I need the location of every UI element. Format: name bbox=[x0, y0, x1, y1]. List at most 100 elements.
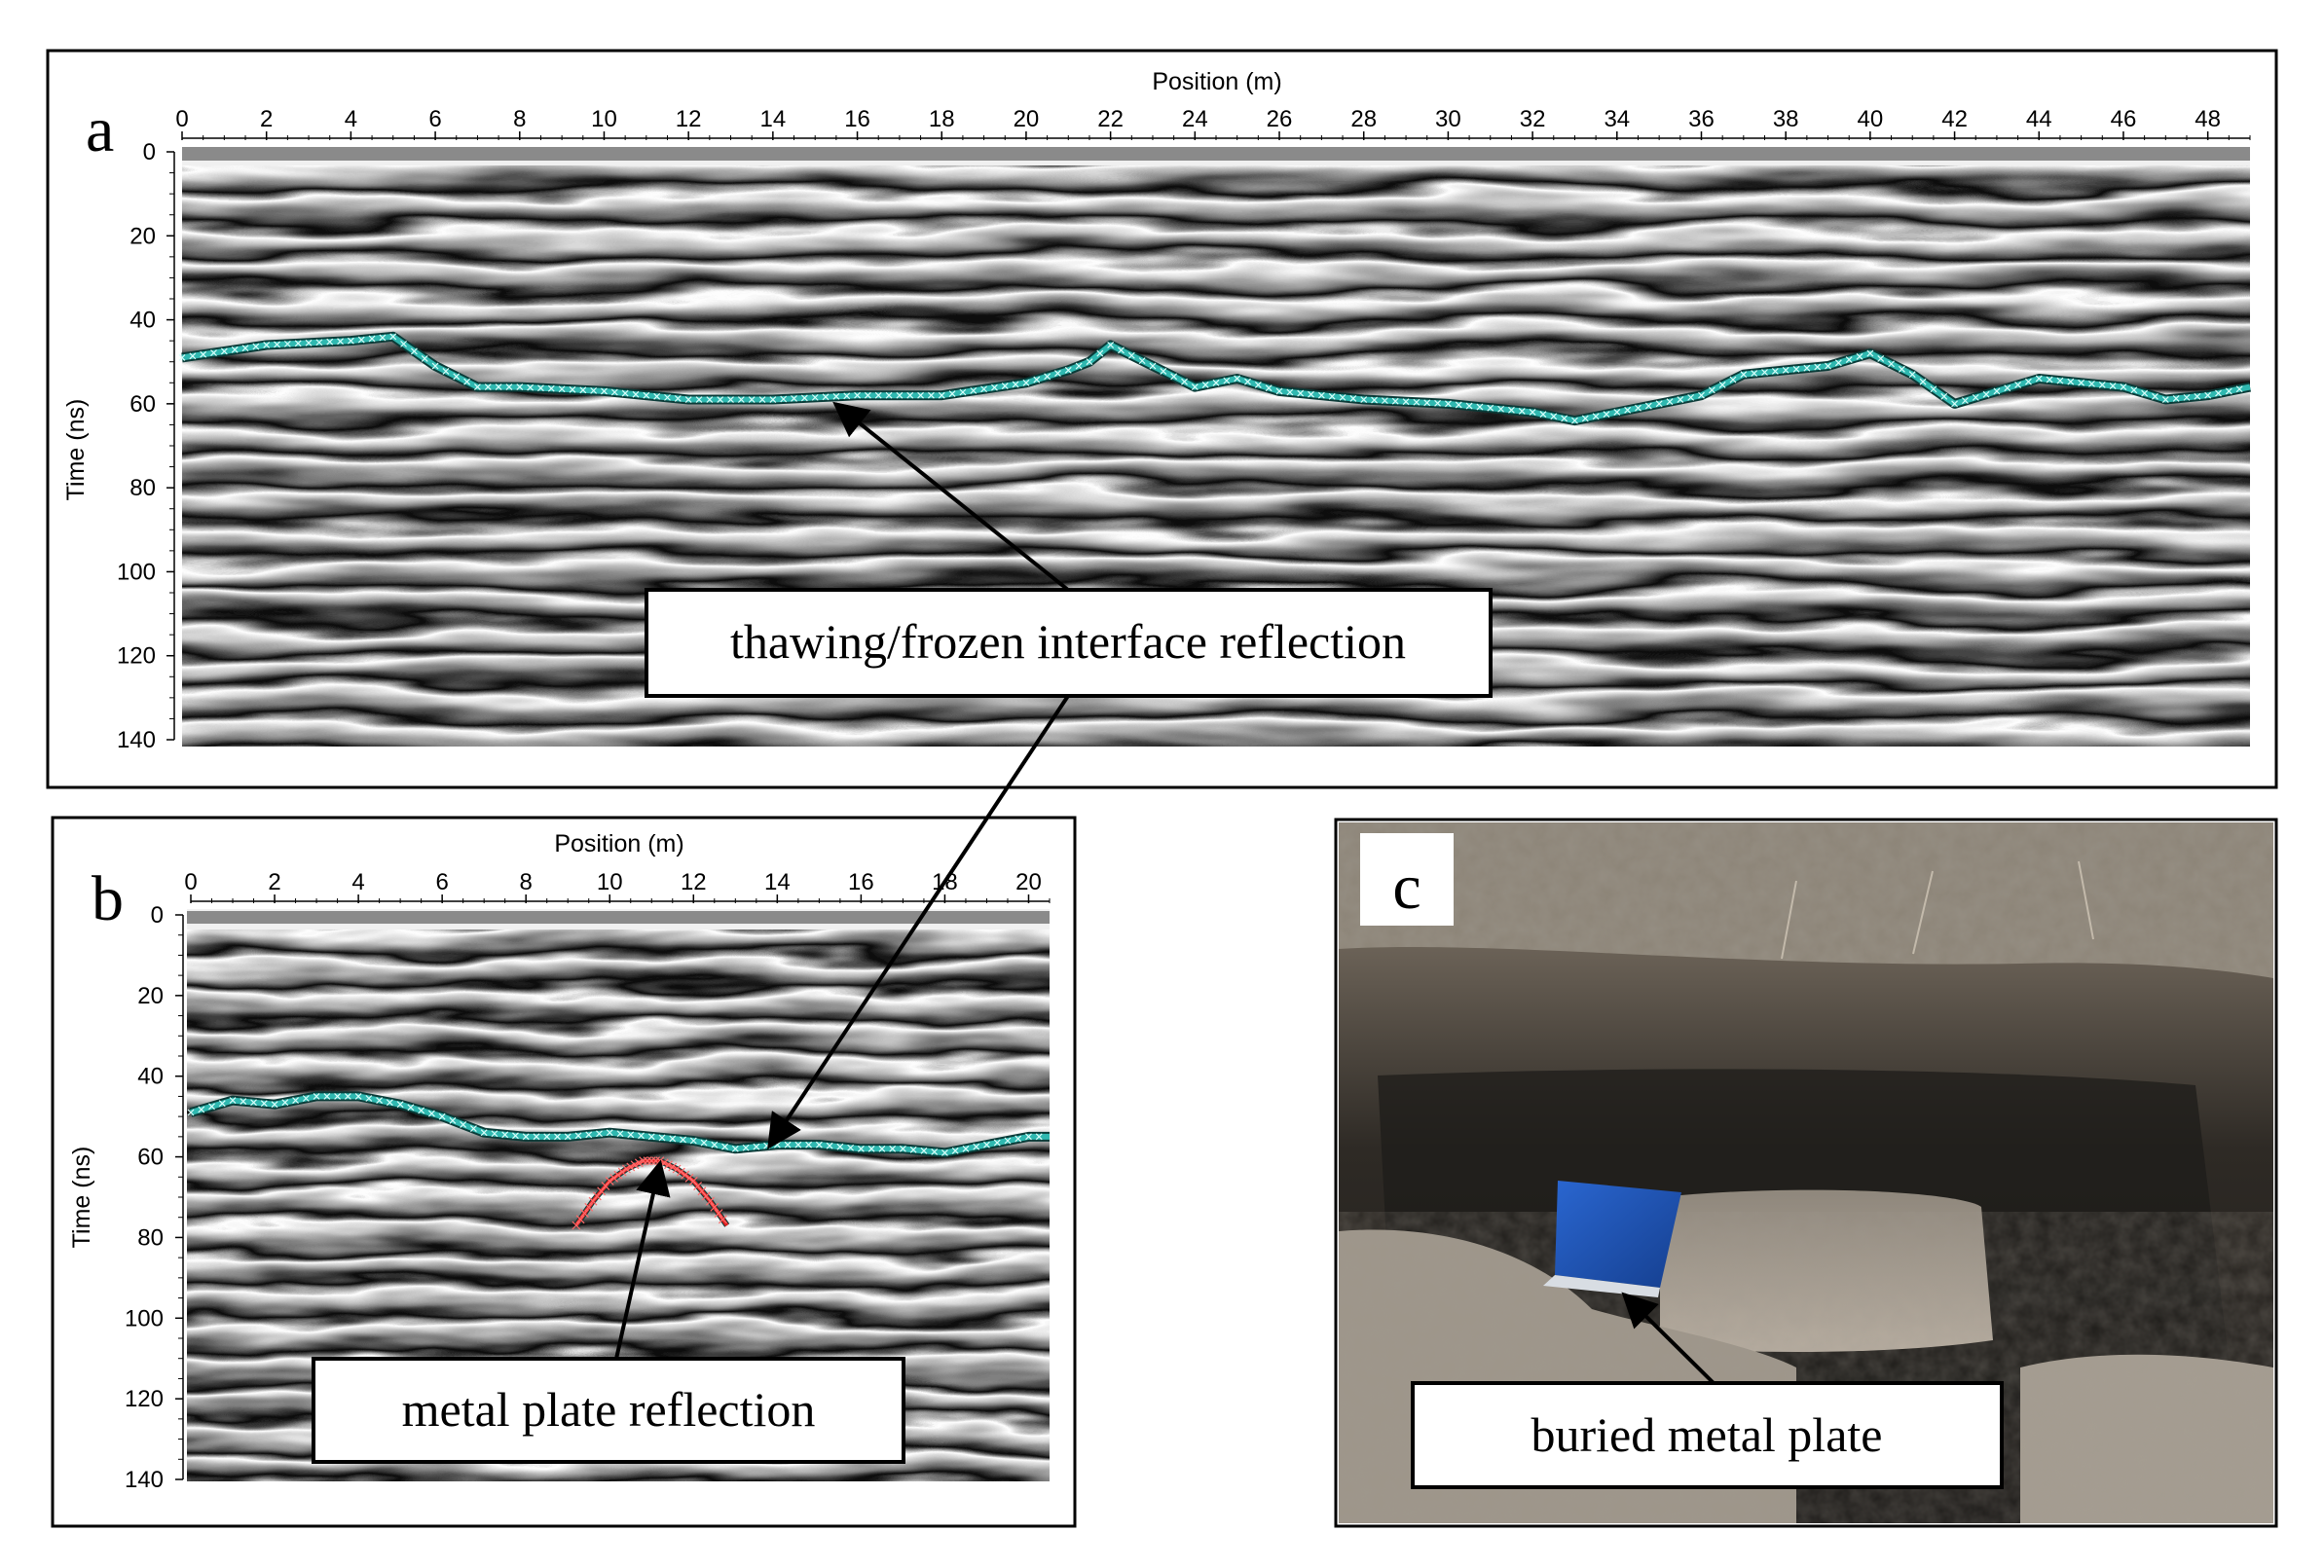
pick-marker bbox=[1644, 402, 1652, 410]
panel-a-xlabel: Position (m) bbox=[1152, 68, 1281, 95]
pick-marker bbox=[1476, 403, 1484, 411]
pick-marker bbox=[597, 1186, 607, 1196]
pick-marker bbox=[758, 396, 766, 403]
pick-marker bbox=[505, 383, 513, 391]
pick-marker bbox=[1592, 413, 1600, 420]
pick-marker bbox=[1349, 395, 1357, 402]
panel-a-interface-picks bbox=[178, 331, 2251, 426]
x-tick-label: 14 bbox=[764, 869, 791, 895]
pick-marker bbox=[1561, 415, 1568, 422]
pick-marker bbox=[1022, 379, 1030, 386]
x-tick-label: 8 bbox=[513, 106, 526, 132]
pick-marker bbox=[832, 392, 840, 400]
pick-marker bbox=[1508, 406, 1515, 414]
pick-marker bbox=[1761, 369, 1768, 376]
pick-marker bbox=[231, 346, 239, 353]
pick-marker bbox=[313, 1093, 320, 1100]
pick-marker bbox=[610, 388, 618, 396]
x-tick-label: 24 bbox=[1182, 106, 1208, 132]
pick-marker bbox=[2098, 382, 2106, 388]
pick-marker bbox=[727, 396, 734, 403]
pick-marker bbox=[1497, 405, 1505, 413]
pick-marker bbox=[357, 336, 365, 344]
pick-marker bbox=[769, 396, 777, 403]
pick-marker bbox=[688, 1177, 698, 1185]
pick-marker bbox=[609, 1173, 618, 1183]
panel-b-axes: 02468101214161820020406080100120140 bbox=[125, 869, 1051, 1493]
pick-marker bbox=[400, 340, 407, 347]
pick-marker bbox=[271, 1101, 278, 1109]
callout-metal: metal plate reflection bbox=[312, 1159, 905, 1464]
pick-marker bbox=[717, 396, 724, 403]
panel-a-letter: a bbox=[86, 94, 114, 165]
x-tick-label: 4 bbox=[345, 106, 357, 132]
pick-marker bbox=[1275, 387, 1283, 395]
pick-marker bbox=[864, 391, 871, 399]
pick-marker bbox=[847, 1144, 855, 1151]
pick-marker bbox=[681, 1170, 690, 1180]
pick-marker bbox=[601, 1182, 610, 1191]
pick-marker bbox=[365, 1095, 373, 1102]
pick-marker bbox=[1160, 367, 1167, 375]
pick-marker bbox=[368, 335, 376, 343]
pick-marker bbox=[379, 334, 387, 342]
pick-marker bbox=[274, 341, 280, 348]
pick-marker bbox=[2141, 389, 2149, 397]
y-tick-label: 80 bbox=[129, 475, 156, 501]
pick-marker bbox=[706, 1196, 715, 1206]
pick-marker bbox=[1751, 370, 1758, 378]
pick-marker bbox=[554, 1133, 561, 1141]
pick-marker bbox=[791, 395, 797, 402]
pick-marker bbox=[590, 386, 598, 394]
pick-marker bbox=[896, 391, 904, 399]
pick-marker bbox=[605, 1177, 614, 1185]
pick-marker bbox=[1308, 390, 1314, 398]
pick-marker bbox=[2235, 385, 2243, 393]
y-tick-label: 80 bbox=[137, 1224, 164, 1251]
panel-c-letter: c bbox=[1392, 852, 1420, 923]
pick-marker bbox=[909, 1146, 917, 1153]
x-tick-label: 42 bbox=[1941, 106, 1968, 132]
pick-marker bbox=[1866, 349, 1874, 357]
x-tick-label: 12 bbox=[681, 869, 707, 895]
pick-marker bbox=[564, 1133, 572, 1141]
y-tick-label: 40 bbox=[129, 308, 156, 334]
pick-marker bbox=[1107, 342, 1115, 348]
x-tick-label: 16 bbox=[848, 869, 874, 895]
pick-marker bbox=[1012, 381, 1019, 388]
pick-marker bbox=[292, 1097, 299, 1104]
pick-marker bbox=[1317, 391, 1325, 399]
pick-marker bbox=[2183, 393, 2191, 401]
callout-thawing: thawing/frozen interface reflection bbox=[645, 401, 1493, 1150]
pick-marker bbox=[580, 1209, 589, 1218]
pick-marker bbox=[889, 1145, 897, 1152]
pick-marker bbox=[354, 1093, 362, 1100]
pick-marker bbox=[684, 396, 692, 403]
pick-marker bbox=[658, 1134, 666, 1142]
pick-marker bbox=[711, 1141, 719, 1149]
pick-marker bbox=[1025, 1133, 1032, 1141]
pick-marker bbox=[1571, 417, 1578, 424]
pick-marker bbox=[1086, 358, 1093, 366]
pick-marker bbox=[962, 1145, 970, 1152]
y-tick-label: 100 bbox=[125, 1305, 164, 1331]
x-tick-label: 22 bbox=[1097, 106, 1124, 132]
x-tick-label: 30 bbox=[1435, 106, 1461, 132]
x-tick-label: 32 bbox=[1520, 106, 1546, 132]
x-tick-label: 2 bbox=[260, 106, 273, 132]
pick-marker bbox=[2120, 383, 2127, 391]
pick-marker bbox=[460, 1121, 467, 1128]
pick-marker bbox=[664, 393, 671, 401]
pick-marker bbox=[1033, 376, 1041, 383]
pick-marker bbox=[1898, 365, 1905, 373]
pick-marker bbox=[543, 1133, 551, 1141]
pick-marker bbox=[585, 1131, 593, 1139]
x-tick-label: 20 bbox=[1015, 869, 1042, 895]
pick-marker bbox=[1635, 404, 1642, 412]
pick-marker bbox=[899, 1145, 906, 1152]
pick-marker bbox=[200, 350, 207, 358]
pick-marker bbox=[241, 345, 249, 352]
pick-marker bbox=[1223, 377, 1231, 384]
pick-marker bbox=[1856, 352, 1863, 360]
